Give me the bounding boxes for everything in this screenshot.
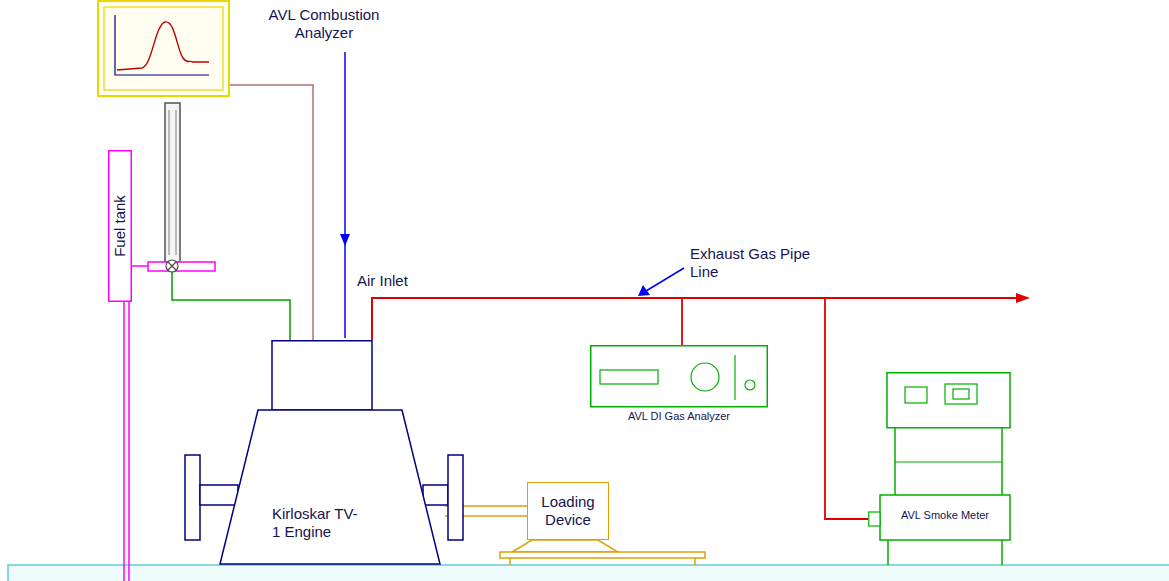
loading-device-base <box>500 552 705 558</box>
loading-device-stand <box>512 540 618 552</box>
exhaust-label: Exhaust Gas Pipe Line <box>690 245 825 281</box>
connector <box>230 85 313 340</box>
exhaust-arrowhead <box>1016 293 1030 303</box>
air-arrowhead <box>340 234 350 246</box>
coupling-shaft <box>423 485 448 505</box>
valve-symbol <box>168 262 176 270</box>
shaft <box>200 485 238 505</box>
smoke-meter-label: AVL Smoke Meter <box>880 508 1010 522</box>
valve-symbol <box>168 262 176 270</box>
connector-segment <box>372 298 682 345</box>
combustion-analyzer-label: AVL Combustion Analyzer <box>249 6 399 42</box>
connector <box>132 266 290 340</box>
flywheel <box>185 455 200 540</box>
smoke-meter: AVL Smoke Meter <box>868 372 1015 565</box>
exhaust-pipe <box>825 297 1018 299</box>
loading-device: Loading Device <box>527 482 609 540</box>
engine: Kirloskar TV-1 Engine <box>215 340 445 565</box>
combustion-analyzer: AVL Combustion Analyzer <box>97 0 230 97</box>
loading-device-foot <box>509 558 511 565</box>
valve-pipe <box>148 262 215 271</box>
air-inlet-label: Air Inlet <box>357 272 408 290</box>
ground-band <box>8 565 1169 581</box>
smoke-meter-outline <box>868 372 1015 565</box>
burette-scale <box>176 110 177 255</box>
fuel-tank-label: Fuel tank <box>111 195 129 257</box>
loading-device-foot <box>694 558 696 565</box>
connector <box>372 298 682 345</box>
combustion-analyzer-outline <box>97 0 230 97</box>
pointer-line <box>646 268 684 291</box>
burette-scale <box>169 110 170 255</box>
connector-segment <box>372 298 868 519</box>
engine-label: Kirloskar TV-1 Engine <box>272 505 360 541</box>
loading-device-label: Loading Device <box>528 493 608 529</box>
coupling-flange <box>448 455 463 540</box>
air-inlet-line <box>344 52 346 338</box>
fuel-tank: Fuel tank <box>108 150 132 302</box>
connector <box>372 298 868 519</box>
connector-segment <box>230 85 313 340</box>
gas-analyzer: AVL DI Gas Analyzer <box>590 345 768 427</box>
burette-tube <box>165 103 180 262</box>
connector-segment <box>172 272 290 340</box>
fuel-line <box>128 302 130 581</box>
gas-analyzer-label: AVL DI Gas Analyzer <box>590 409 768 423</box>
valve-symbol <box>166 260 178 272</box>
pointer-arrowhead <box>638 285 650 296</box>
fuel-line <box>123 302 125 581</box>
